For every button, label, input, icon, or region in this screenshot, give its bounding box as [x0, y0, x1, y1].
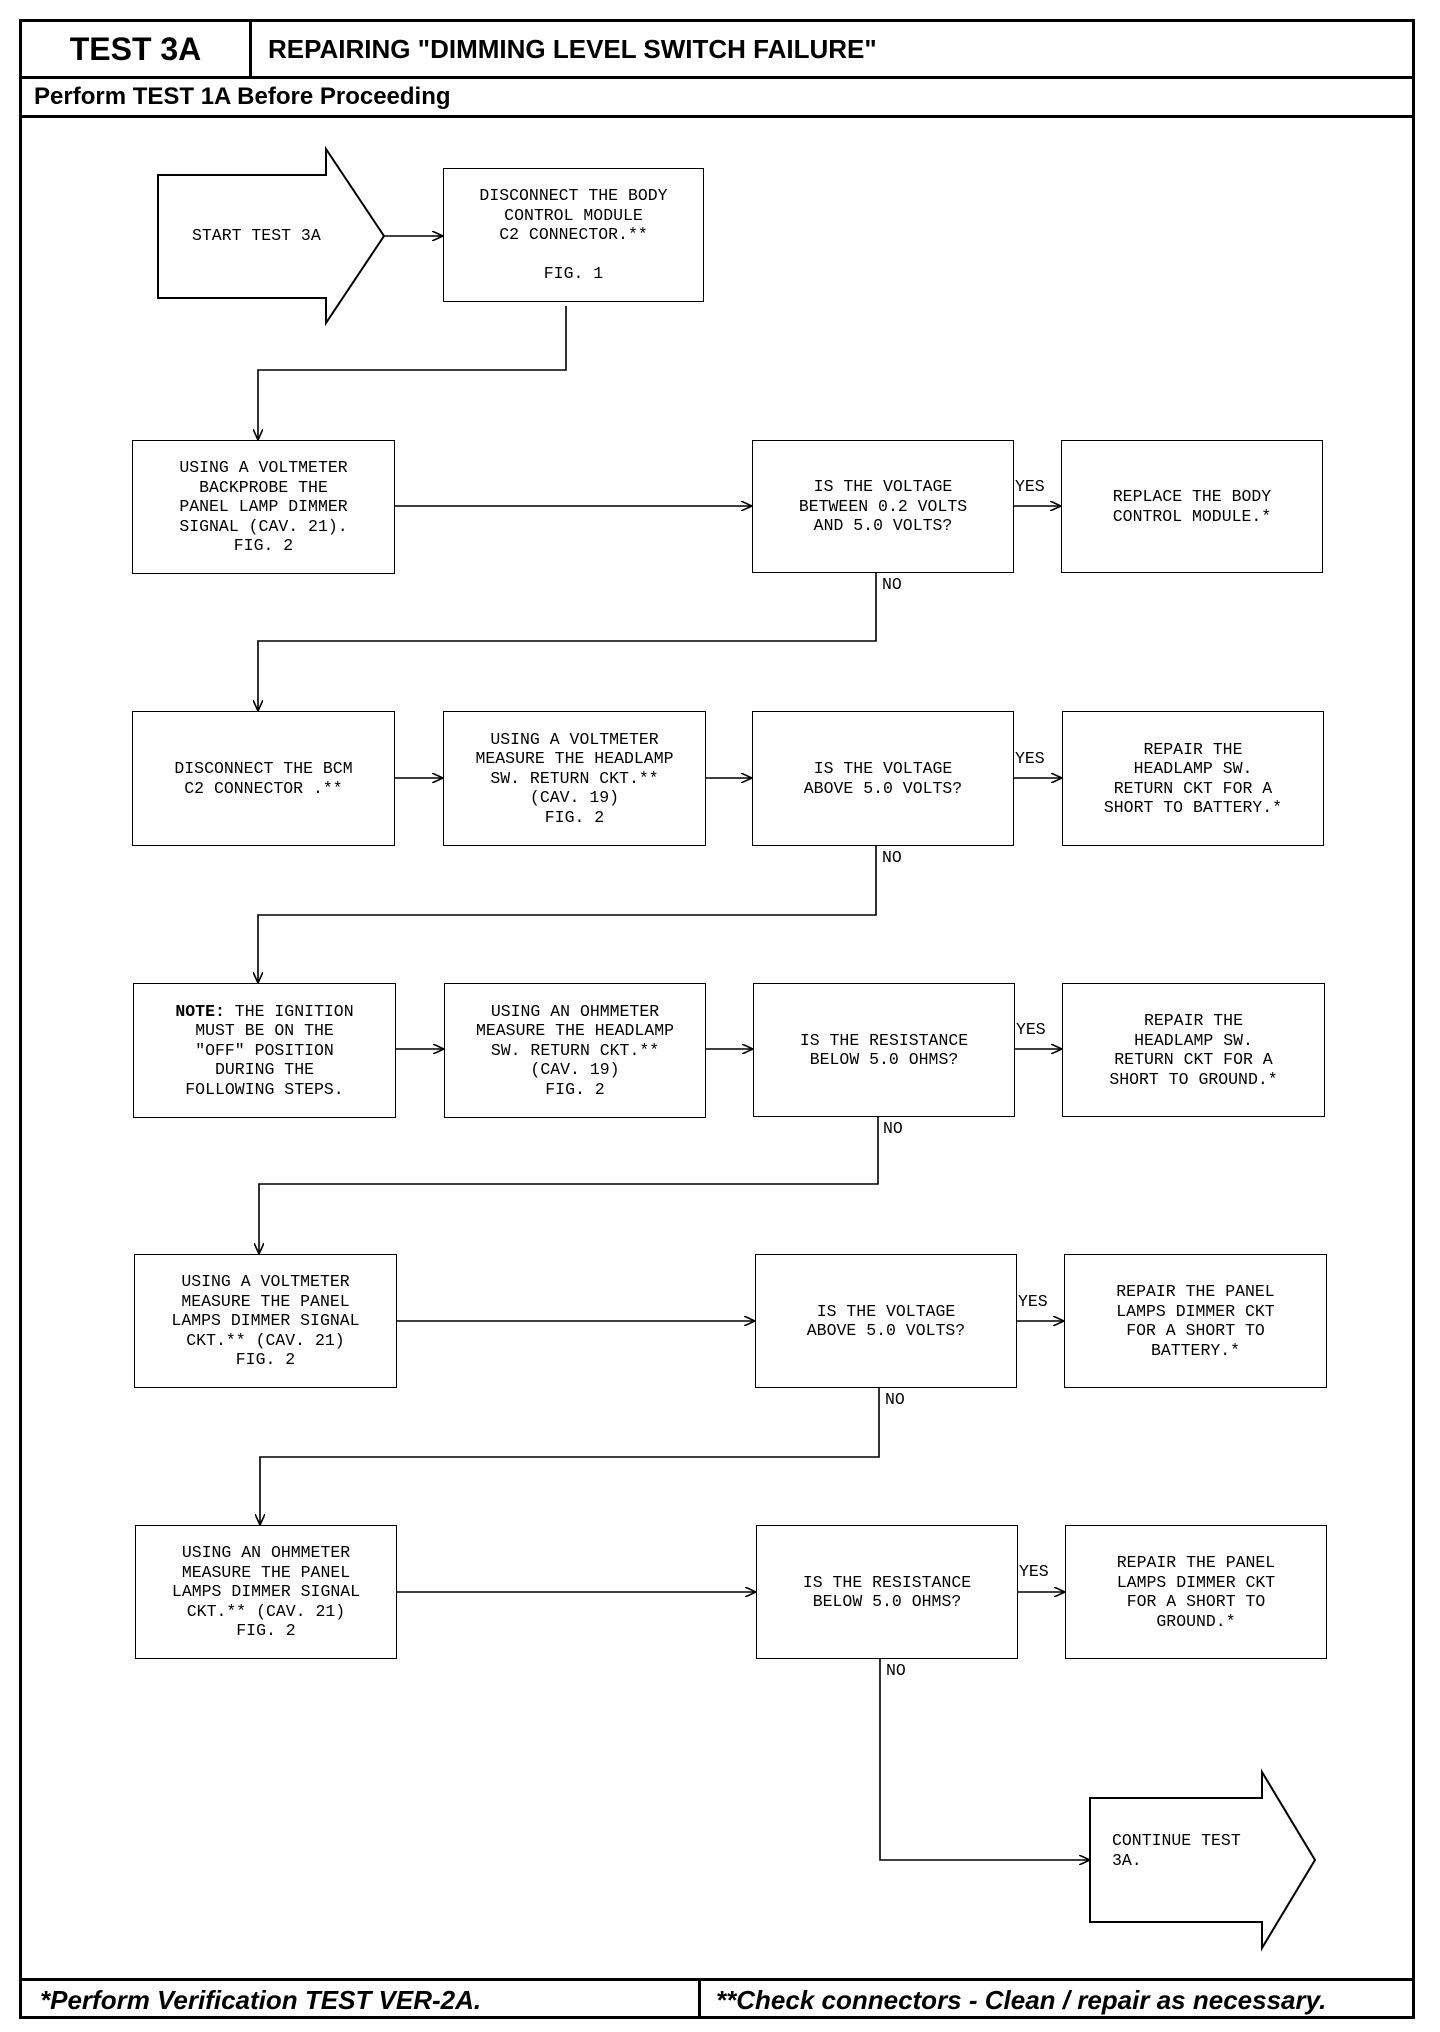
- result-replace-bcm: REPLACE THE BODY CONTROL MODULE.*: [1061, 440, 1323, 573]
- step-ohmmeter-panel-dimmer: USING AN OHMMETER MEASURE THE PANEL LAMP…: [135, 1525, 397, 1659]
- decision-resistance-below-5: IS THE RESISTANCE BELOW 5.0 OHMS?: [753, 983, 1015, 1117]
- note-label: NOTE:: [175, 1001, 225, 1021]
- note-ignition-off: NOTE: THE IGNITION MUST BE ON THE "OFF" …: [133, 983, 396, 1118]
- decision-panel-resistance-below-5: IS THE RESISTANCE BELOW 5.0 OHMS?: [756, 1525, 1018, 1659]
- connector-row3-no: [259, 1117, 879, 1254]
- yes-label: YES: [1019, 1562, 1049, 1581]
- page-title: REPAIRING "DIMMING LEVEL SWITCH FAILURE": [268, 33, 877, 64]
- connector-row2-no: [258, 846, 877, 983]
- subtitle-rule: [19, 115, 1415, 118]
- yes-label: YES: [1016, 1020, 1046, 1039]
- step-disconnect-bcm: DISCONNECT THE BODY CONTROL MODULE C2 CO…: [443, 168, 704, 302]
- no-label: NO: [885, 1390, 905, 1409]
- footer-verification-note: *Perform Verification TEST VER-2A.: [40, 1984, 482, 2015]
- test-id: TEST 3A: [69, 30, 202, 67]
- step-voltmeter-panel-dimmer: USING A VOLTMETER MEASURE THE PANEL LAMP…: [134, 1254, 397, 1388]
- decision-voltage-range: IS THE VOLTAGE BETWEEN 0.2 VOLTS AND 5.0…: [752, 440, 1014, 573]
- footer-connector-note: **Check connectors - Clean / repair as n…: [716, 1984, 1327, 2015]
- start-label: START TEST 3A: [192, 226, 321, 245]
- no-label: NO: [886, 1661, 906, 1680]
- footer-rule: [19, 1978, 1415, 1981]
- decision-voltage-above-5: IS THE VOLTAGE ABOVE 5.0 VOLTS?: [752, 711, 1014, 846]
- end-label: CONTINUE TEST 3A.: [1112, 1831, 1241, 1870]
- result-repair-panel-short-ground: REPAIR THE PANEL LAMPS DIMMER CKT FOR A …: [1065, 1525, 1327, 1659]
- step-measure-headlamp-voltage: USING A VOLTMETER MEASURE THE HEADLAMP S…: [443, 711, 706, 846]
- no-label: NO: [882, 575, 902, 594]
- end-arrow-shape: [1089, 1768, 1317, 1952]
- header-divider: [249, 19, 252, 76]
- yes-label: YES: [1018, 1292, 1048, 1311]
- no-label: NO: [883, 1119, 903, 1138]
- step-backprobe-dimmer: USING A VOLTMETER BACKPROBE THE PANEL LA…: [132, 440, 395, 574]
- step-ohmmeter-headlamp: USING AN OHMMETER MEASURE THE HEADLAMP S…: [444, 983, 706, 1118]
- page-subtitle: Perform TEST 1A Before Proceeding: [34, 83, 451, 110]
- no-label: NO: [882, 848, 902, 867]
- header-rule: [19, 76, 1415, 79]
- result-repair-panel-short-battery: REPAIR THE PANEL LAMPS DIMMER CKT FOR A …: [1064, 1254, 1327, 1388]
- connector-row5-no: [879, 1659, 1090, 1860]
- footer-divider: [698, 1978, 701, 2019]
- note-text: THE IGNITION MUST BE ON THE "OFF" POSITI…: [185, 1001, 354, 1099]
- step-disconnect-bcm-c2: DISCONNECT THE BCM C2 CONNECTOR .**: [132, 711, 395, 846]
- yes-label: YES: [1015, 749, 1045, 768]
- page-frame: [19, 19, 1415, 2019]
- yes-label: YES: [1015, 477, 1045, 496]
- start-arrow-shape: [157, 145, 386, 327]
- decision-panel-voltage-above-5: IS THE VOLTAGE ABOVE 5.0 VOLTS?: [755, 1254, 1017, 1388]
- result-repair-headlamp-short-ground: REPAIR THE HEADLAMP SW. RETURN CKT FOR A…: [1062, 983, 1325, 1117]
- connector-row4-no: [260, 1388, 880, 1525]
- connector-row1-no: [258, 573, 877, 711]
- connector-step1-row1: [258, 306, 567, 440]
- result-repair-headlamp-short-battery: REPAIR THE HEADLAMP SW. RETURN CKT FOR A…: [1062, 711, 1324, 846]
